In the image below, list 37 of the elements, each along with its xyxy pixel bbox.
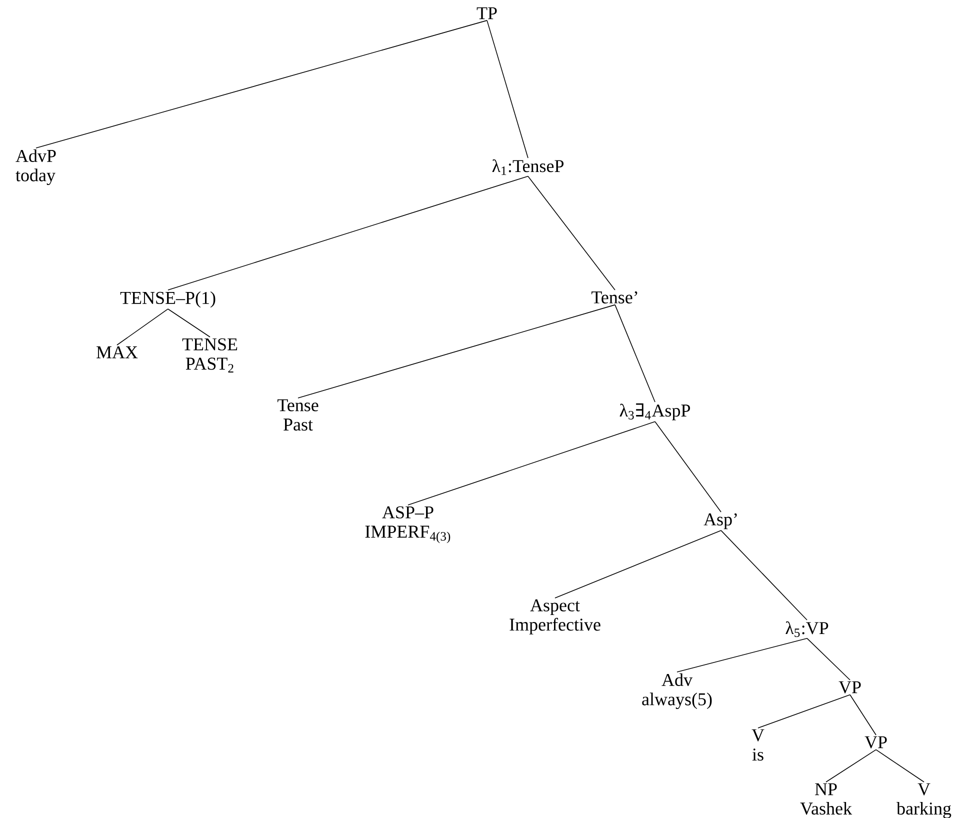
- tree-branch: [654, 421, 722, 512]
- tree-branch: [850, 694, 876, 736]
- tree-label: VP: [864, 736, 887, 748]
- tree-branch: [298, 304, 616, 398]
- tree-branch: [876, 749, 924, 782]
- tree-branch: [528, 176, 616, 290]
- tree-label: ASP–P IMPERF$_{4(3)}$: [365, 506, 450, 544]
- tree-label: Tense’: [591, 291, 638, 304]
- tree-branch: [758, 694, 850, 728]
- tree-label: VP: [838, 681, 861, 694]
- tree-branch: [408, 421, 656, 506]
- tree-branch: [806, 638, 850, 680]
- tree-branch: [554, 530, 722, 598]
- tree-branch: [116, 308, 168, 346]
- tree-label: Adv always(5): [642, 673, 712, 710]
- tree-branch: [614, 304, 656, 402]
- tree-label: Tense Past: [277, 399, 318, 431]
- tree-label: TENSE PAST$_{2}$: [182, 338, 238, 372]
- tree-label: NP Vashek: [800, 783, 852, 815]
- tree-label: TENSE–P(1): [120, 291, 216, 308]
- tree-branch: [168, 308, 210, 338]
- tree-label: AdvP today: [16, 149, 56, 186]
- tree-label: λ$_{5}$:VP: [786, 621, 828, 637]
- tree-label: Asp’: [704, 513, 737, 530]
- tree-branch: [676, 638, 808, 672]
- tree-branch: [826, 749, 876, 782]
- tree-label: V is: [752, 729, 764, 761]
- tree-branch: [720, 530, 808, 620]
- tree-label: TP: [476, 7, 497, 20]
- tree-branch: [36, 20, 488, 148]
- tree-branch: [168, 176, 528, 290]
- tree-label: MAX: [96, 346, 138, 358]
- tree-label: λ$_{1}$:TenseP: [492, 159, 564, 175]
- tree-label: Aspect Imperfective: [510, 599, 600, 634]
- tree-label: V barking: [896, 783, 952, 818]
- tree-label: λ$_{3}$∃$_{4}$AspP: [620, 403, 690, 420]
- tree-branch: [486, 20, 528, 158]
